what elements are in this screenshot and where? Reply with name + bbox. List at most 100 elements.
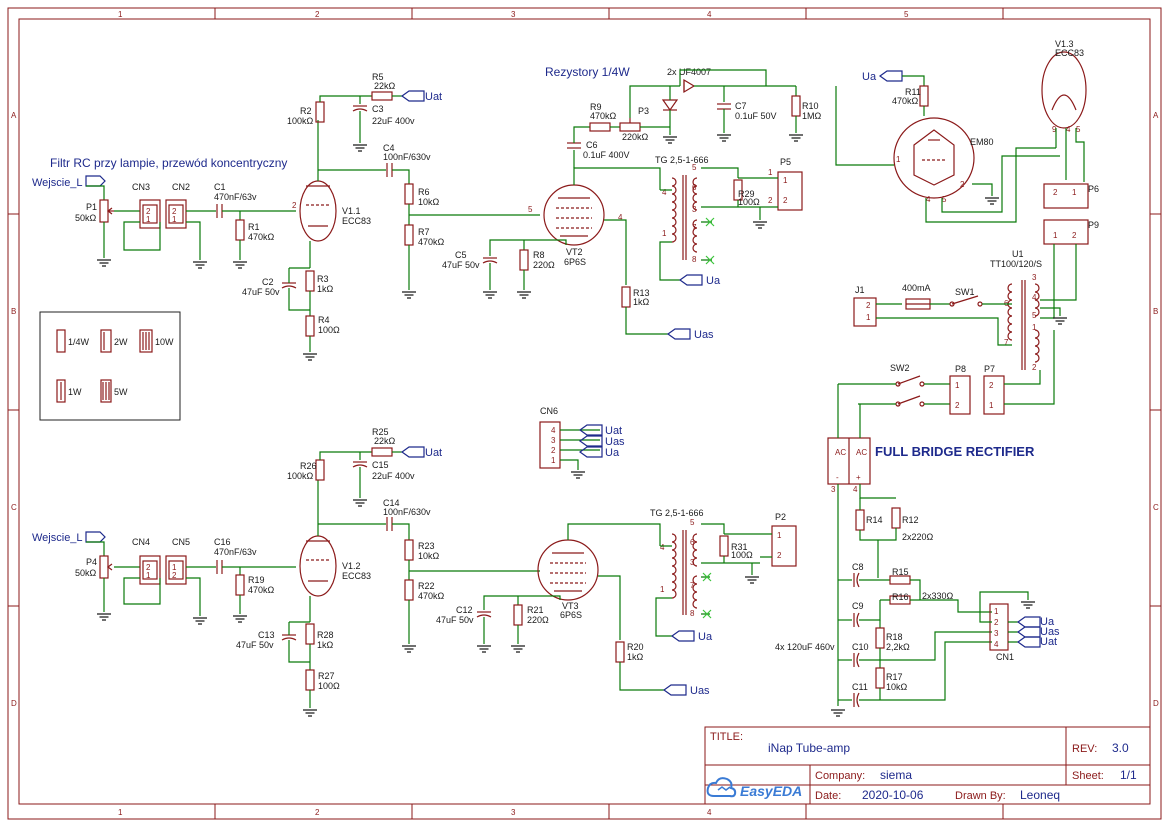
- connector-p8: [949, 375, 971, 415]
- cn1-ref: CN1: [996, 652, 1014, 662]
- switch-sw1: [951, 295, 979, 305]
- svg-text:5: 5: [942, 195, 947, 204]
- r1-ref: R1: [248, 222, 260, 232]
- cn6-uat: Uat: [605, 425, 622, 437]
- c16-ref: C16: [214, 537, 231, 547]
- grid-col-1: 1: [118, 10, 123, 19]
- r22-ref: R22: [418, 581, 435, 591]
- resistor-r3: [305, 270, 315, 292]
- svg-text:2: 2: [955, 401, 960, 410]
- uas-flag-bottom: Uas: [690, 685, 710, 697]
- r9-ref: R9: [590, 102, 602, 112]
- svg-text:2: 2: [1053, 188, 1058, 197]
- svg-text:1: 1: [172, 215, 177, 224]
- vt2-ref: VT2: [566, 247, 583, 257]
- r28-ref: R28: [317, 630, 334, 640]
- grid-col-1-bottom: 1: [118, 808, 123, 817]
- v1-3-ref: V1.3: [1055, 39, 1074, 49]
- r8-ref: R8: [533, 250, 545, 260]
- title-label: TITLE:: [710, 731, 743, 743]
- resistor-note: Rezystory 1/4W: [545, 65, 630, 79]
- drawn-value: Leoneq: [1020, 788, 1060, 802]
- r5-value: 22kΩ: [374, 81, 396, 91]
- p2-ref: P2: [775, 512, 786, 522]
- vt3-ref: VT3: [562, 601, 579, 611]
- p1-ref: P1: [86, 202, 97, 212]
- resistor-r8: [519, 249, 529, 271]
- svg-text:1: 1: [777, 531, 782, 540]
- tube-em80: [893, 117, 975, 199]
- cn3-ref: CN3: [132, 182, 150, 192]
- c4-value: 100nF/630v: [383, 152, 431, 162]
- r3-ref: R3: [317, 274, 329, 284]
- company-value: siema: [880, 768, 912, 782]
- svg-text:3: 3: [551, 436, 556, 445]
- connector-p7: [983, 375, 1005, 415]
- sheet-label: Sheet:: [1072, 770, 1104, 782]
- r23-value: 10kΩ: [418, 551, 440, 561]
- tg-bottom-label: TG 2,5-1-666: [650, 508, 704, 518]
- r1-value: 470kΩ: [248, 232, 275, 242]
- svg-text:AC: AC: [856, 448, 867, 457]
- uas-flag-top: Uas: [694, 329, 714, 341]
- r15-ref: R15: [892, 567, 909, 577]
- v1-1-ref: V1.1: [342, 206, 361, 216]
- svg-text:4: 4: [994, 640, 999, 649]
- resistor-r12: [891, 507, 901, 529]
- sheet-value: 1/1: [1120, 768, 1137, 782]
- svg-text:1: 1: [989, 401, 994, 410]
- legend-5w: 5W: [114, 387, 128, 397]
- easyeda-logo: EasyEDA: [706, 777, 802, 799]
- r27-value: 100Ω: [318, 681, 340, 691]
- svg-text:2: 2: [1032, 363, 1037, 372]
- v1-3-type: ECC83: [1055, 48, 1084, 58]
- grid-column-labels: 1 2 3 4 5 1 2 3 4: [118, 10, 909, 817]
- pot-p1: [99, 199, 109, 223]
- cn6-ua: Ua: [605, 447, 620, 459]
- svg-text:7: 7: [1004, 338, 1009, 347]
- resistor-r13: [621, 286, 631, 308]
- resistor-r21: [513, 604, 523, 626]
- connector-p9: [1043, 219, 1089, 245]
- triode-v1-1: [299, 180, 337, 242]
- r4-ref: R4: [318, 315, 330, 325]
- p4-value: 50kΩ: [75, 568, 97, 578]
- resistor-r6: [404, 183, 414, 205]
- input-flag-top: [85, 175, 106, 187]
- r31-ref: R31: [731, 542, 748, 552]
- svg-text:3: 3: [831, 485, 836, 494]
- svg-text:1: 1: [1072, 188, 1077, 197]
- c13-ref: C13: [258, 630, 275, 640]
- svg-text:6: 6: [690, 538, 695, 547]
- svg-text:1: 1: [660, 585, 665, 594]
- rev-label: REV:: [1072, 743, 1097, 755]
- resistor-r10: [791, 95, 801, 117]
- svg-text:1: 1: [146, 571, 151, 580]
- p9-ref: P9: [1088, 220, 1099, 230]
- c6-value: 0.1uF 400V: [583, 150, 630, 160]
- resistor-r14: [855, 509, 865, 531]
- c1-ref: C1: [214, 182, 226, 192]
- svg-text:1: 1: [662, 229, 667, 238]
- r20-ref: R20: [627, 642, 644, 652]
- cn2-ref: CN2: [172, 182, 190, 192]
- svg-text:4: 4: [926, 195, 931, 204]
- resistor-r22: [404, 579, 414, 601]
- r18-ref: R18: [886, 632, 903, 642]
- c4-ref: C4: [383, 143, 395, 153]
- svg-text:2: 2: [1072, 231, 1077, 240]
- svg-text:1: 1: [896, 155, 901, 164]
- pot-p3: [619, 122, 641, 132]
- cn4-ref: CN4: [132, 537, 150, 547]
- r12-value: 2x220Ω: [902, 532, 934, 542]
- grid-row-d-right: D: [1153, 699, 1159, 708]
- v1-2-ref: V1.2: [342, 561, 361, 571]
- tube-v1-3: [1041, 51, 1087, 129]
- svg-text:1: 1: [551, 456, 556, 465]
- c3-ref: C3: [372, 104, 384, 114]
- svg-text:2: 2: [292, 201, 297, 210]
- svg-text:1: 1: [146, 215, 151, 224]
- c7-ref: C7: [735, 101, 747, 111]
